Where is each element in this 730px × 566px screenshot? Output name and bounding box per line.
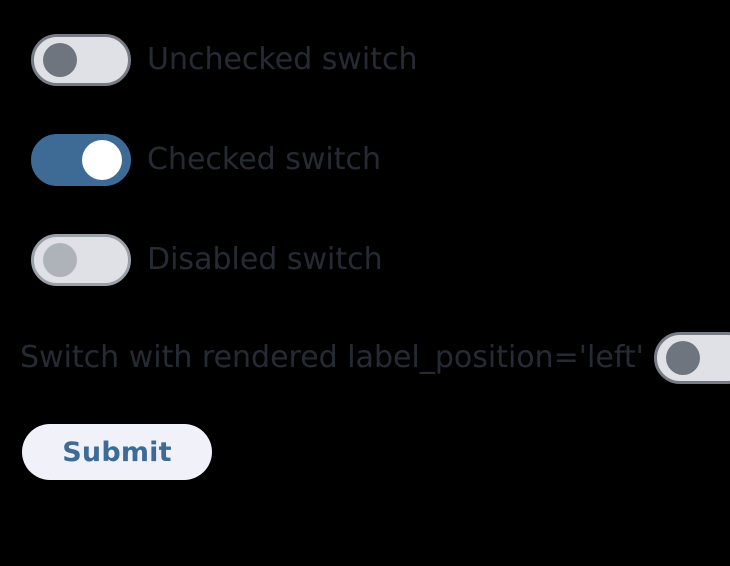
checked-switch[interactable]: [31, 134, 131, 186]
switch-row-left-label: Switch with rendered label_position='lef…: [20, 329, 730, 387]
switch-thumb-icon: [82, 140, 122, 180]
left-label-switch[interactable]: [653, 332, 730, 384]
switch-thumb-icon: [43, 243, 77, 277]
disabled-switch: [31, 234, 131, 286]
checked-switch-label: Checked switch: [147, 142, 382, 177]
left-label-switch-label: Switch with rendered label_position='lef…: [20, 340, 644, 375]
switch-thumb-icon: [43, 43, 77, 77]
unchecked-switch[interactable]: [31, 34, 131, 86]
switch-thumb-icon: [665, 341, 700, 375]
unchecked-switch-label: Unchecked switch: [147, 42, 418, 77]
switch-row-disabled: Disabled switch: [31, 231, 383, 289]
disabled-switch-label: Disabled switch: [147, 242, 383, 277]
submit-button[interactable]: Submit: [22, 424, 212, 480]
switch-row-checked: Checked switch: [31, 131, 381, 189]
switch-row-unchecked: Unchecked switch: [31, 31, 418, 89]
